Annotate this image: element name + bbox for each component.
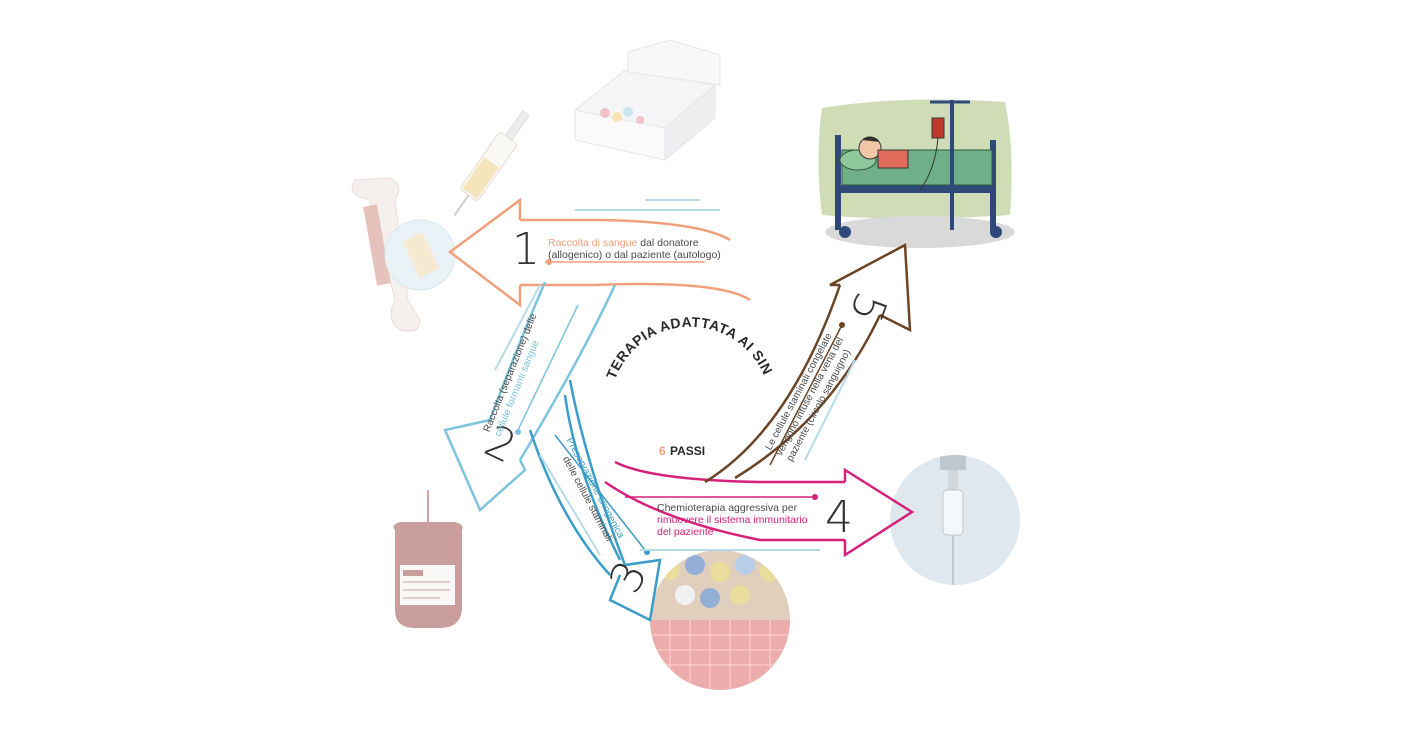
step-1-text-line2: (allogenico) o dal paziente (autologo) <box>548 249 721 261</box>
step-4-dot <box>812 494 818 500</box>
arrow-step-3 <box>528 379 662 622</box>
step-5-text-line2: vengono infuse nella vena del <box>774 336 846 458</box>
step-4-number: 4 <box>825 492 853 543</box>
step-1-text-line1: Raccolta di sangue dal donatore <box>548 237 699 249</box>
syringe-bone-icon <box>351 110 530 332</box>
step-1-dot <box>546 259 552 265</box>
center-count: 6 <box>659 444 666 458</box>
step-4-text-line3: del paziente <box>657 526 714 538</box>
step-3-number: 3 <box>600 553 658 602</box>
cryo-vials-icon <box>650 550 790 690</box>
arrow-step-4 <box>604 460 915 558</box>
step-5-dot <box>839 322 845 328</box>
step-2-dot <box>515 429 521 435</box>
hospital-bed-patient-icon <box>818 99 1015 248</box>
step-4-text-line2: rimuovere il sistema immunitario <box>657 514 808 526</box>
arrow-step-1 <box>447 197 751 308</box>
step-4-text-line1: Chemioterapia aggressiva per <box>657 502 798 514</box>
arrow-step-5 <box>704 242 912 484</box>
step-5-number: 5 <box>839 286 897 330</box>
arrow-step-2 <box>443 281 617 513</box>
pill-box-icon <box>573 39 721 162</box>
blood-bag-icon <box>393 490 463 628</box>
step-1-number: 1 <box>512 224 540 275</box>
iv-drip-icon <box>890 455 1020 585</box>
center-count-label: PASSI <box>670 444 705 458</box>
